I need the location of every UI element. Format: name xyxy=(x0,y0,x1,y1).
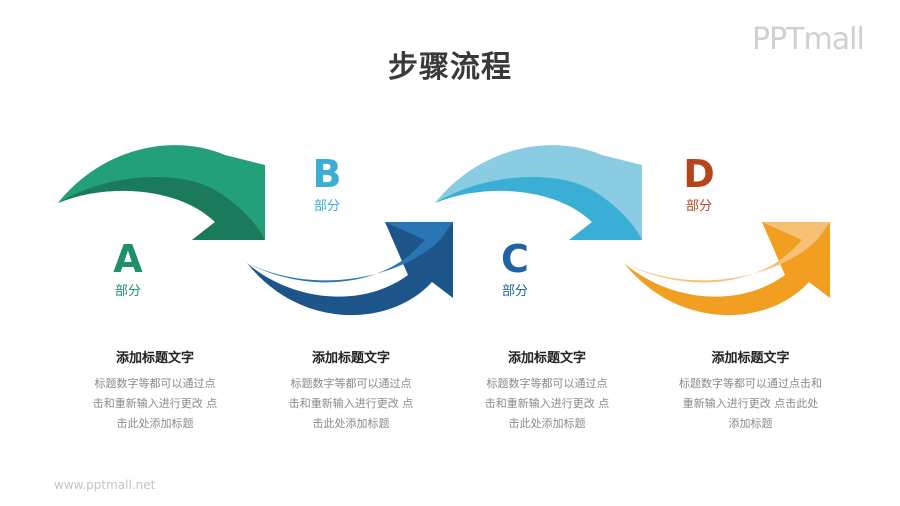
arrow-b-icon xyxy=(247,222,453,316)
step-d-card: 添加标题文字 标题数字等都可以通过点击和 重新输入进行更改 点击此处 添加标题 xyxy=(658,350,843,434)
card-line: 添加标题 xyxy=(728,417,773,430)
step-a-part: 部分 xyxy=(114,284,141,299)
card-line: 标题数字等都可以通过点 xyxy=(94,377,216,390)
card-line: 击和重新输入进行更改 点 xyxy=(92,397,218,410)
card-line: 击此处添加标题 xyxy=(116,417,194,430)
card-line: 击此处添加标题 xyxy=(312,417,390,430)
step-b-letter: B xyxy=(312,152,342,196)
step-a-card: 添加标题文字 标题数字等都可以通过点 击和重新输入进行更改 点 击此处添加标题 xyxy=(70,350,240,434)
card-line: 标题数字等都可以通过点 xyxy=(290,377,412,390)
step-a-letter: A xyxy=(113,237,143,281)
card-line: 重新输入进行更改 点击此处 xyxy=(682,397,819,410)
step-c-part: 部分 xyxy=(501,284,528,299)
card-line: 标题数字等都可以通过点击和 xyxy=(679,377,822,390)
card-body[interactable]: 标题数字等都可以通过点击和 重新输入进行更改 点击此处 添加标题 xyxy=(658,374,843,434)
arrow-a-icon xyxy=(58,145,265,240)
page-title: 步骤流程 xyxy=(388,50,512,85)
card-line: 击和重新输入进行更改 点 xyxy=(288,397,414,410)
pptmall-logo: PPTmall xyxy=(752,22,865,57)
card-line: 击此处添加标题 xyxy=(508,417,586,430)
step-d-letter: D xyxy=(683,152,715,196)
card-body[interactable]: 标题数字等都可以通过点 击和重新输入进行更改 点 击此处添加标题 xyxy=(462,374,632,434)
card-title[interactable]: 添加标题文字 xyxy=(507,351,586,366)
card-line: 标题数字等都可以通过点 xyxy=(486,377,608,390)
card-line: 击和重新输入进行更改 点 xyxy=(484,397,610,410)
arrow-c-icon xyxy=(435,145,642,240)
step-c-letter: C xyxy=(501,237,529,281)
arrow-d-icon xyxy=(624,222,830,316)
step-d-part: 部分 xyxy=(685,199,712,214)
card-title[interactable]: 添加标题文字 xyxy=(711,351,790,366)
step-b-part: 部分 xyxy=(313,199,340,214)
card-body[interactable]: 标题数字等都可以通过点 击和重新输入进行更改 点 击此处添加标题 xyxy=(70,374,240,434)
card-body[interactable]: 标题数字等都可以通过点 击和重新输入进行更改 点 击此处添加标题 xyxy=(266,374,436,434)
step-b-card: 添加标题文字 标题数字等都可以通过点 击和重新输入进行更改 点 击此处添加标题 xyxy=(266,350,436,434)
footer-url: www.pptmall.net xyxy=(54,478,156,492)
card-title[interactable]: 添加标题文字 xyxy=(115,351,194,366)
card-title[interactable]: 添加标题文字 xyxy=(311,351,390,366)
step-c-card: 添加标题文字 标题数字等都可以通过点 击和重新输入进行更改 点 击此处添加标题 xyxy=(462,350,632,434)
